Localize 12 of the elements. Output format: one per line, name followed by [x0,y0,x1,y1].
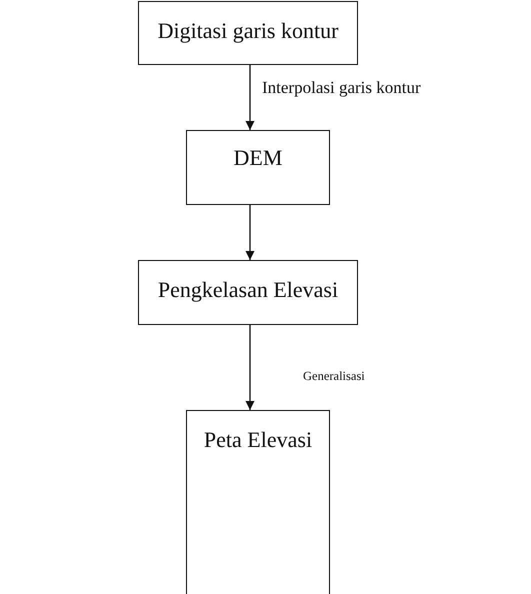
process-box [138,260,358,325]
process-box [186,410,330,594]
process-box [138,1,358,65]
box-label: Peta Elevasi [204,427,312,454]
box-label: DEM [234,145,282,172]
box-label: Pengkelasan Elevasi [158,277,338,304]
arrow [246,325,254,410]
box-label: Digitasi garis kontur [158,18,338,45]
arrow [246,65,254,130]
edge-label: Interpolasi garis kontur [262,78,421,98]
process-box [186,130,330,205]
arrow [246,205,254,260]
